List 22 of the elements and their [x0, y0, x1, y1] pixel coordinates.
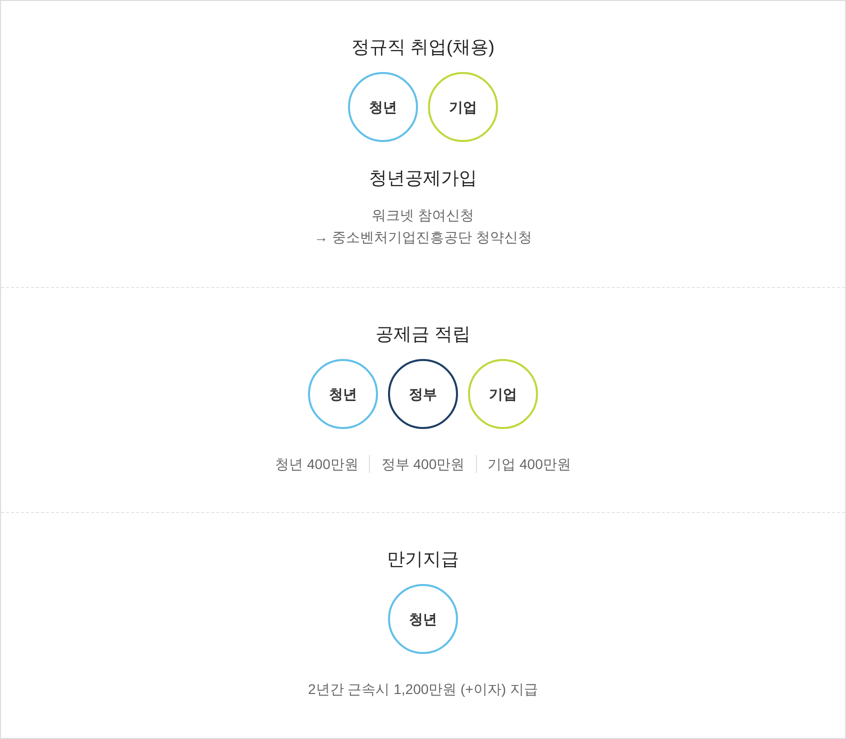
- section-heading: 공제금 적립: [375, 322, 470, 346]
- circle-node: [388, 584, 458, 654]
- participant-label: 기업: [489, 384, 517, 403]
- step-description: 워크넷 참여신청: [372, 206, 474, 225]
- participant-label: 정부: [409, 384, 437, 403]
- step-description: → 중소벤처기업진흥공단 청약신청: [314, 228, 532, 247]
- circle-node: [348, 72, 418, 142]
- circle-node: [428, 72, 498, 142]
- circle-node: [468, 358, 538, 429]
- step-title: 청년공제가입: [369, 167, 477, 190]
- amount-text: 기업 400만원: [488, 454, 571, 474]
- participant-label: 청년: [329, 384, 357, 403]
- participant-label: 청년: [409, 610, 437, 628]
- circle-node: [308, 358, 378, 429]
- participant-label: 기업: [449, 98, 477, 116]
- amount-text: 정부 400만원: [381, 454, 465, 474]
- section-heading: 만기지급: [387, 548, 459, 572]
- step-description: 2년간 근속시 1,200만원 (+이자) 지급: [308, 680, 538, 700]
- participant-label: 청년: [369, 98, 397, 116]
- circle-node: [388, 358, 458, 429]
- amount-text: 청년 400만원: [275, 454, 358, 474]
- section-heading: 정규직 취업(채용): [352, 36, 494, 59]
